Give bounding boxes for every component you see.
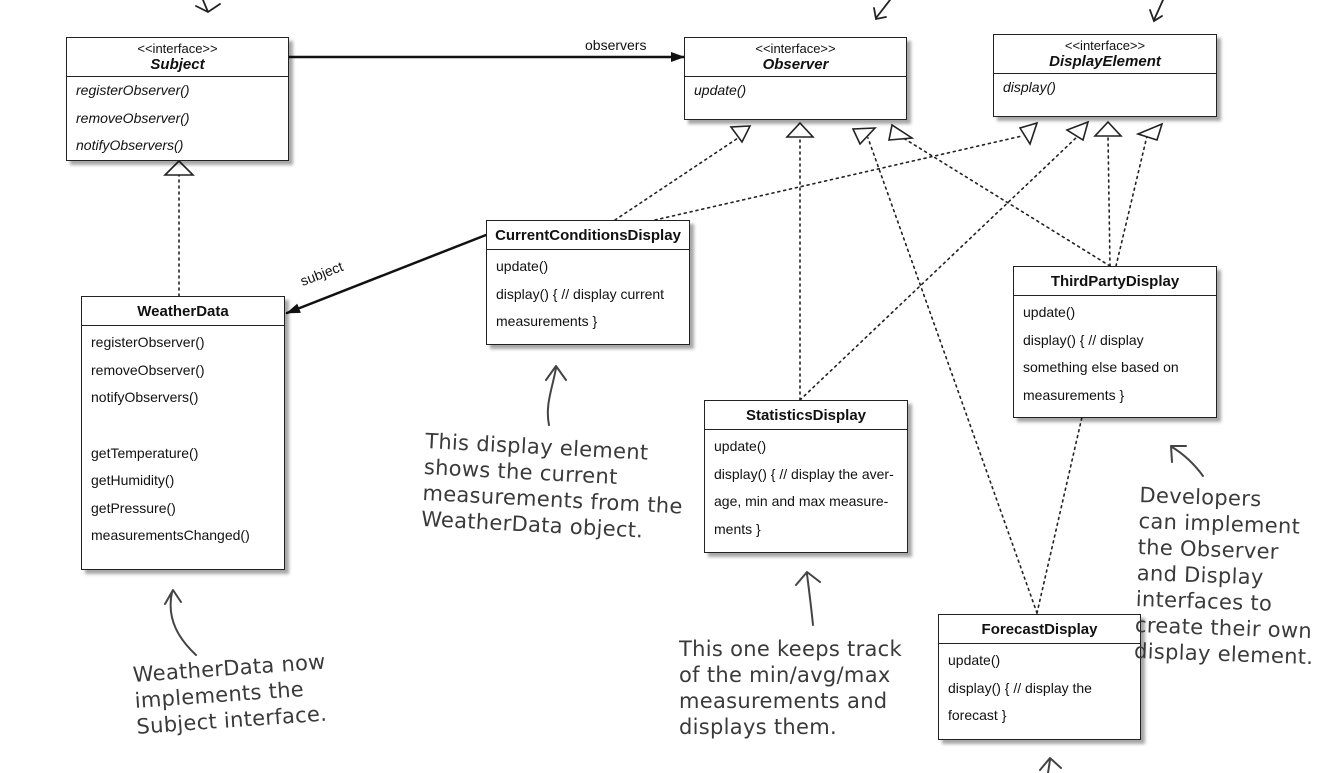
realization-thirdparty-display-b <box>1115 135 1148 267</box>
edge-label-observers: observers <box>585 37 647 53</box>
note-developers: Developers can implement the Observer an… <box>1134 482 1320 670</box>
interface-observer-header: <<interface>> Observer <box>685 38 906 77</box>
class-statistics-methods: update() display() { // display the aver… <box>705 430 907 547</box>
method: getTemperature() <box>91 444 199 461</box>
class-name: ForecastDisplay <box>981 621 1098 638</box>
interface-name: DisplayElement <box>1049 53 1161 70</box>
triangle-head-observer-2 <box>785 121 815 138</box>
method: ments } <box>714 520 761 537</box>
interface-name: Observer <box>762 56 829 73</box>
class-statistics-display[interactable]: StatisticsDisplay update() display() { /… <box>704 400 908 553</box>
stray-arrow-top-display <box>1149 0 1164 23</box>
class-name: WeatherData <box>137 303 229 320</box>
method: getHumidity() <box>91 472 175 488</box>
note-line: of the min/avg/max <box>679 663 891 687</box>
class-forecast-methods: update() display() { // display the fore… <box>939 644 1140 734</box>
method: measurements } <box>1023 386 1125 403</box>
note-line: This one keeps track <box>679 637 902 661</box>
method: removeObserver() <box>91 361 205 378</box>
realization-forecast-observer <box>867 137 1038 614</box>
method: getPressure() <box>91 499 176 516</box>
class-forecast-display[interactable]: ForecastDisplay update() display() { // … <box>938 614 1141 740</box>
realization-forecast-display <box>1036 416 1083 614</box>
class-weather-data-header: WeatherData <box>82 297 284 326</box>
method: update() <box>1023 304 1076 320</box>
method: notifyObservers() <box>76 137 184 153</box>
interface-observer[interactable]: <<interface>> Observer update() <box>684 37 907 120</box>
triangle-head-display-2 <box>1065 120 1090 142</box>
method: display() { // display <box>1023 331 1144 348</box>
note-statistics: This one keeps track of the min/avg/max … <box>679 636 902 740</box>
class-statistics-header: StatisticsDisplay <box>705 401 907 430</box>
triangle-head-display-1 <box>1018 121 1039 146</box>
method: update() <box>714 438 767 454</box>
class-current-conditions-methods: update() display() { // display current … <box>487 250 689 340</box>
method: display() { // display the aver- <box>714 465 894 482</box>
method: registerObserver() <box>91 334 205 350</box>
realization-stats-display <box>799 135 1079 401</box>
class-current-conditions-header: CurrentConditionsDisplay <box>487 221 689 250</box>
note-arrow-forecast <box>1039 757 1062 773</box>
note-arrow-developers <box>1170 445 1204 477</box>
method: age, min and max measure- <box>714 493 889 509</box>
class-current-conditions-display[interactable]: CurrentConditionsDisplay update() displa… <box>486 220 690 345</box>
method: update() <box>694 82 747 98</box>
method: display() { // display current <box>496 285 665 302</box>
interface-observer-methods: update() <box>685 77 906 109</box>
interface-subject[interactable]: <<interface>> Subject registerObserver()… <box>66 37 289 161</box>
stereotype-label: <<interface>> <box>1064 38 1146 53</box>
triangle-head-observer-1 <box>729 125 752 144</box>
triangle-head-observer-4 <box>888 123 915 141</box>
class-weather-data[interactable]: WeatherData registerObserver() removeObs… <box>81 296 285 570</box>
class-weather-data-methods: registerObserver() removeObserver() noti… <box>82 326 284 554</box>
stereotype-label: <<interface>> <box>755 41 836 56</box>
class-third-party-methods: update() display() { // display somethin… <box>1014 296 1216 413</box>
method: display() <box>1003 79 1056 95</box>
note-line: measurements and <box>679 689 888 713</box>
method: forecast } <box>948 707 1007 723</box>
note-arrow-statistics <box>795 571 821 626</box>
association-current-weatherdata <box>285 233 488 315</box>
class-forecast-header: ForecastDisplay <box>939 615 1140 644</box>
stereotype-label: <<interface>> <box>137 41 218 56</box>
class-name: StatisticsDisplay <box>745 407 867 424</box>
note-arrow-current <box>545 365 567 426</box>
method: display() { // display the <box>948 679 1092 696</box>
realization-current-display <box>654 135 1023 221</box>
class-third-party-header: ThirdPartyDisplay <box>1014 267 1216 296</box>
interface-name: Subject <box>150 56 205 73</box>
interface-subject-methods: registerObserver() removeObserver() noti… <box>67 77 288 164</box>
note-arrow-weatherdata <box>164 589 197 656</box>
note-line: displays them. <box>679 715 837 739</box>
realization-thirdparty-display-a <box>1107 135 1111 267</box>
triangle-head-subject <box>163 159 195 176</box>
method: update() <box>496 258 549 274</box>
stray-arrow-top-left <box>195 0 221 14</box>
method: measurementsChanged() <box>91 527 250 543</box>
class-name: CurrentConditionsDisplay <box>495 227 681 244</box>
triangle-head-observer-3 <box>851 127 877 146</box>
interface-display-element-header: <<interface>> DisplayElement <box>994 35 1216 74</box>
method: removeObserver() <box>76 109 190 126</box>
interface-subject-header: <<interface>> Subject <box>67 38 288 77</box>
method: update() <box>948 652 1001 668</box>
realization-thirdparty-observer <box>899 135 1111 267</box>
note-current-conditions: This display element shows the current m… <box>421 428 687 545</box>
method: registerObserver() <box>76 82 190 98</box>
interface-display-element[interactable]: <<interface>> DisplayElement display() <box>993 34 1217 117</box>
triangle-head-display-4 <box>1135 122 1164 142</box>
interface-display-element-methods: display() <box>994 74 1216 106</box>
method: measurements } <box>496 313 598 329</box>
note-weather-data: WeatherData now implements the Subject i… <box>132 649 330 740</box>
class-name: ThirdPartyDisplay <box>1050 273 1180 290</box>
stray-arrow-top-observer <box>873 0 891 21</box>
class-third-party-display[interactable]: ThirdPartyDisplay update() display() { /… <box>1013 266 1217 418</box>
realization-current-observer <box>614 135 742 221</box>
method: something else based on <box>1023 359 1179 375</box>
method: notifyObservers() <box>91 389 199 405</box>
triangle-head-display-3 <box>1093 120 1123 137</box>
